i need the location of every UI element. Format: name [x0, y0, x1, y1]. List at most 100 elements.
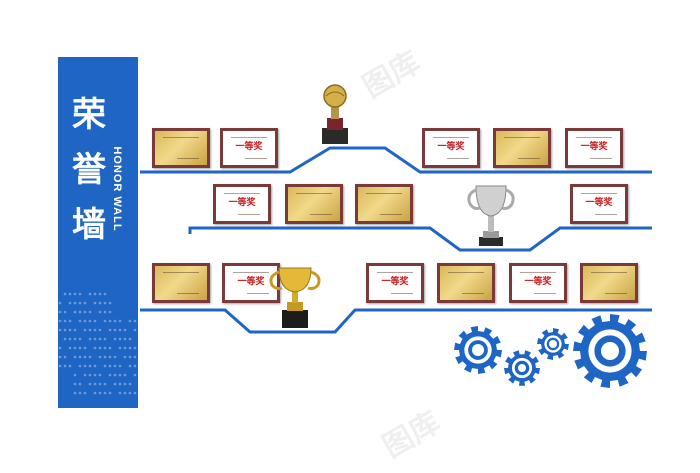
map-dot	[108, 328, 112, 332]
map-dot	[98, 382, 102, 386]
certificate-line	[177, 158, 199, 159]
map-dot	[93, 328, 97, 332]
world-map-dots	[58, 292, 137, 395]
map-dot	[103, 292, 107, 296]
map-dot	[128, 382, 132, 386]
certificate-line	[233, 272, 269, 273]
map-dot	[103, 346, 107, 350]
map-dot	[123, 391, 127, 395]
map-dot	[63, 292, 67, 296]
map-dot	[73, 382, 77, 386]
map-dot	[73, 346, 77, 350]
map-dot	[58, 346, 62, 350]
map-dot	[73, 355, 77, 359]
map-dot	[58, 319, 62, 323]
gear-icon	[504, 350, 540, 386]
map-dot	[123, 382, 127, 386]
certificate: 一等奖	[220, 128, 278, 168]
map-dot	[68, 328, 72, 332]
certificate: 一等奖	[570, 184, 628, 224]
map-dot	[68, 301, 72, 305]
map-dot	[108, 346, 112, 350]
certificate-line	[247, 293, 269, 294]
certificate-award: 一等奖	[235, 142, 263, 152]
certificate-award: 一等奖	[585, 198, 613, 208]
map-dot	[83, 328, 87, 332]
map-dot	[83, 310, 87, 314]
map-dot	[73, 391, 77, 395]
certificate	[152, 263, 210, 303]
map-dot	[98, 292, 102, 296]
map-dot	[123, 337, 127, 341]
map-dot	[113, 319, 117, 323]
map-dot	[78, 301, 82, 305]
map-dot	[133, 364, 137, 368]
map-dot	[83, 364, 87, 368]
map-dot	[68, 337, 72, 341]
trophy-bronze-icon	[322, 84, 348, 144]
map-dot	[58, 364, 62, 368]
map-dot	[98, 346, 102, 350]
map-dot	[113, 373, 117, 377]
map-dot	[113, 328, 117, 332]
certificate-line	[310, 214, 332, 215]
map-dot	[113, 382, 117, 386]
map-dot	[103, 310, 107, 314]
map-dot	[93, 373, 97, 377]
map-dot	[103, 337, 107, 341]
certificate	[580, 263, 638, 303]
certificate-award: 一等奖	[381, 277, 409, 287]
map-dot	[128, 319, 132, 323]
map-dot	[88, 337, 92, 341]
certificate-line	[595, 214, 617, 215]
map-dot	[93, 382, 97, 386]
map-dot	[83, 301, 87, 305]
map-dot	[88, 292, 92, 296]
certificate-award: 一等奖	[580, 142, 608, 152]
map-dot	[78, 319, 82, 323]
map-dot	[108, 319, 112, 323]
map-dot	[93, 292, 97, 296]
map-dot	[118, 319, 122, 323]
map-dot	[93, 337, 97, 341]
rail-line-3	[140, 308, 652, 334]
map-dot	[118, 382, 122, 386]
map-dot	[128, 337, 132, 341]
certificate: 一等奖	[366, 263, 424, 303]
certificate-line	[447, 158, 469, 159]
map-dot	[58, 301, 62, 305]
map-dot	[113, 355, 117, 359]
certificate-line	[581, 193, 617, 194]
map-dot	[118, 328, 122, 332]
map-dot	[58, 310, 62, 314]
map-dot	[118, 346, 122, 350]
certificate-line	[504, 137, 540, 138]
map-dot	[88, 382, 92, 386]
map-dot	[128, 391, 132, 395]
map-dot	[123, 355, 127, 359]
map-dot	[78, 346, 82, 350]
map-dot	[123, 373, 127, 377]
map-dot	[133, 391, 137, 395]
map-dot	[133, 346, 137, 350]
certificate-line	[391, 293, 413, 294]
map-dot	[103, 382, 107, 386]
map-dot	[88, 319, 92, 323]
trophy-silver-icon	[467, 185, 515, 246]
trophy-gold-icon	[269, 267, 321, 328]
map-dot	[98, 373, 102, 377]
map-dot	[78, 391, 82, 395]
map-dot	[93, 346, 97, 350]
certificate-award: 一等奖	[524, 277, 552, 287]
map-dot	[68, 364, 72, 368]
certificate-line	[534, 293, 556, 294]
gear-icon	[454, 326, 502, 374]
map-dot	[63, 364, 67, 368]
banner-title-char-3: 墙	[72, 205, 106, 245]
map-dot	[93, 301, 97, 305]
certificate-line	[448, 272, 484, 273]
map-dot	[108, 373, 112, 377]
map-dot	[103, 364, 107, 368]
map-dot	[88, 310, 92, 314]
